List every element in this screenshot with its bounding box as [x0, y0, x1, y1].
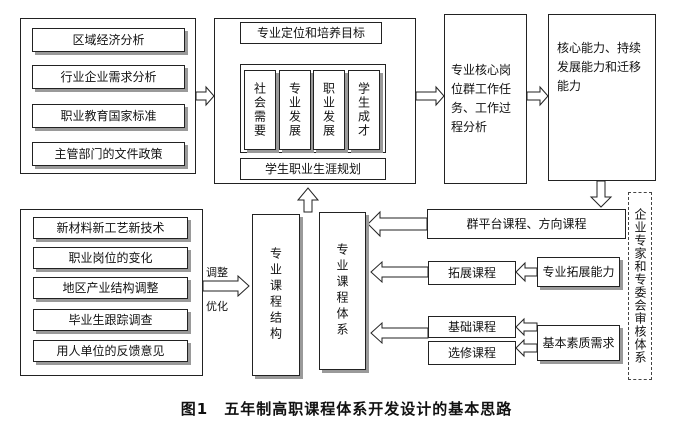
- industry-demand-box: 行业企业需求分析: [32, 65, 185, 89]
- arrow-center-to-jobs: [415, 85, 445, 107]
- column-career-development: 职业发展: [313, 70, 345, 150]
- expand-course-box: 拓展课程: [428, 261, 516, 285]
- career-planning-box: 学生职业生涯规划: [240, 158, 386, 180]
- elective-course-box: 选修课程: [428, 341, 516, 365]
- new-materials-box: 新材料新工艺新技术: [33, 217, 188, 239]
- job-change-box: 职业岗位的变化: [33, 247, 188, 269]
- course-structure-box: 专业课程结构: [252, 214, 300, 376]
- regional-economy-box: 区域经济分析: [32, 28, 185, 52]
- graduate-tracking-box: 毕业生跟踪调查: [33, 309, 188, 331]
- arrow-lb-to-structure: [202, 274, 250, 298]
- column-social-needs: 社会需要: [244, 70, 276, 150]
- policy-document-box: 主管部门的文件政策: [32, 142, 185, 166]
- positioning-title-box: 专业定位和培养目标: [240, 22, 382, 44]
- arrow-quality-to-base: [515, 317, 538, 337]
- figure-caption: 图1 五年制高职课程体系开发设计的基本思路: [180, 400, 513, 418]
- group-course-box: 群平台课程、方向课程: [427, 209, 626, 239]
- arrow-left-to-center: [195, 85, 215, 107]
- arrow-expand-left: [370, 260, 429, 284]
- basic-quality-box: 基本素质需求: [537, 325, 620, 361]
- arrow-ability-down: [589, 180, 613, 208]
- arrow-group-left: [367, 210, 428, 238]
- arrow-jobs-to-ability: [526, 85, 549, 107]
- column-major-development: 专业发展: [279, 70, 311, 150]
- arrow-ability-to-expand: [515, 261, 538, 283]
- committee-box: 企业专家和专委会审核体系: [628, 192, 652, 380]
- column-student-success: 学生成才: [348, 70, 380, 150]
- course-system-box: 专业课程体系: [319, 212, 366, 370]
- arrow-up-to-career: [296, 187, 320, 213]
- arrow-quality-to-elective: [515, 338, 538, 358]
- employer-feedback-box: 用人单位的反馈意见: [33, 340, 188, 362]
- core-ability-box: 核心能力、持续发展能力和迁移能力: [548, 14, 656, 181]
- expand-ability-box: 专业拓展能力: [537, 257, 620, 287]
- arrow-base-left: [370, 321, 429, 345]
- base-course-box: 基础课程: [428, 316, 516, 338]
- industry-structure-box: 地区产业结构调整: [33, 277, 188, 299]
- adjust-label: 调整: [206, 266, 228, 279]
- national-standard-box: 职业教育国家标准: [32, 104, 185, 128]
- optimize-label: 优化: [206, 300, 228, 313]
- core-jobs-box: 专业核心岗位群工作任务、工作过程分析: [444, 14, 527, 184]
